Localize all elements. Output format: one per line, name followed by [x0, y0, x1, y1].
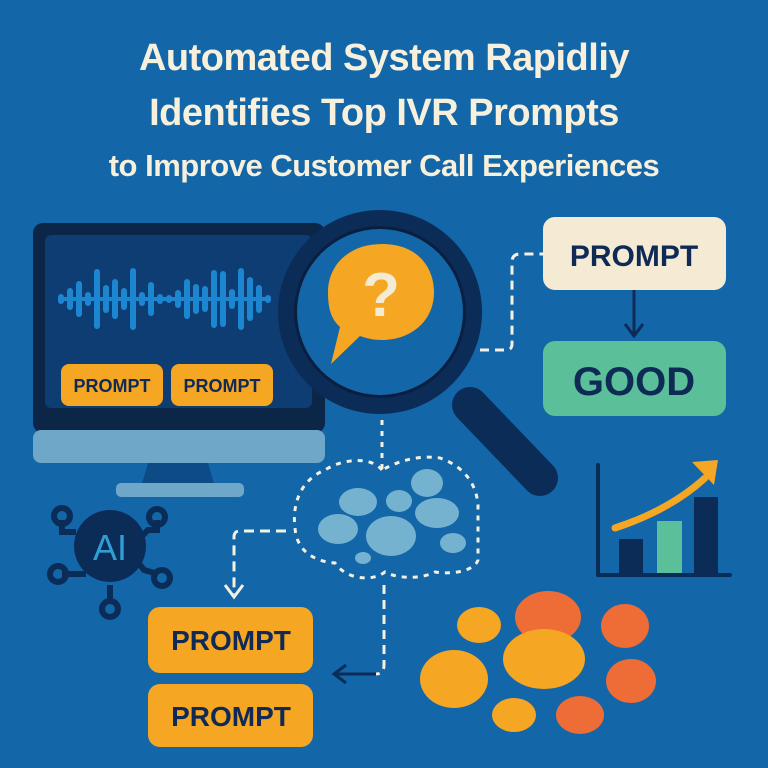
- bottom-prompt-label: PROMPT: [171, 625, 291, 656]
- data-cluster-blobs: [318, 469, 466, 564]
- monitor-prompt-label: PROMPT: [183, 376, 260, 396]
- audio-waveform-icon: [58, 268, 271, 330]
- monitor-base: [116, 483, 244, 497]
- down-arrow-left-icon: [223, 584, 245, 600]
- bottom-prompt-button-2[interactable]: PROMPT: [148, 684, 313, 747]
- question-mark-icon: ?: [362, 261, 400, 330]
- chart-bar-2: [657, 521, 682, 573]
- monitor-icon: [33, 223, 325, 497]
- growth-chart-icon: [596, 460, 732, 577]
- prompt-card-label: PROMPT: [570, 240, 698, 273]
- monitor-prompt-button-1[interactable]: PROMPT: [61, 364, 163, 406]
- ai-label: AI: [93, 527, 127, 568]
- trend-arrow-line: [611, 474, 709, 532]
- magnifier-handle: [452, 387, 558, 496]
- speech-bubble-icon: [328, 244, 434, 364]
- chart-bar-1: [619, 539, 643, 573]
- dashed-connector-left: [232, 529, 286, 594]
- chart-bar-3: [694, 497, 718, 573]
- waveform-baseline: [58, 297, 268, 301]
- prompt-card[interactable]: PROMPT: [543, 217, 726, 290]
- left-arrow-icon: [331, 663, 376, 685]
- dashed-connector-bottom: [340, 585, 386, 676]
- ai-network-icon: [47, 505, 173, 620]
- dashed-connector: [480, 252, 545, 352]
- bottom-prompt-button-1[interactable]: PROMPT: [148, 607, 313, 673]
- good-card-label: GOOD: [573, 360, 695, 404]
- good-card[interactable]: GOOD: [543, 341, 726, 416]
- title-line-1: Automated System Rapidliy: [138, 37, 630, 79]
- data-cloud-outline: [292, 420, 480, 580]
- bubble-cluster: [420, 591, 656, 734]
- ai-core: [74, 510, 146, 582]
- down-arrow-icon: [623, 290, 645, 339]
- magnifying-glass-icon: ?: [278, 210, 558, 496]
- monitor-prompt-label: PROMPT: [73, 376, 150, 396]
- monitor-prompt-button-2[interactable]: PROMPT: [171, 364, 273, 406]
- bottom-prompt-label: PROMPT: [171, 701, 291, 732]
- monitor-chin: [33, 430, 325, 463]
- title-line-3: to Improve Customer Call Experiences: [108, 148, 660, 183]
- trend-arrow-head: [692, 460, 718, 485]
- title-line-2: Identifies Top IVR Prompts: [149, 92, 619, 134]
- monitor-stand: [141, 463, 215, 487]
